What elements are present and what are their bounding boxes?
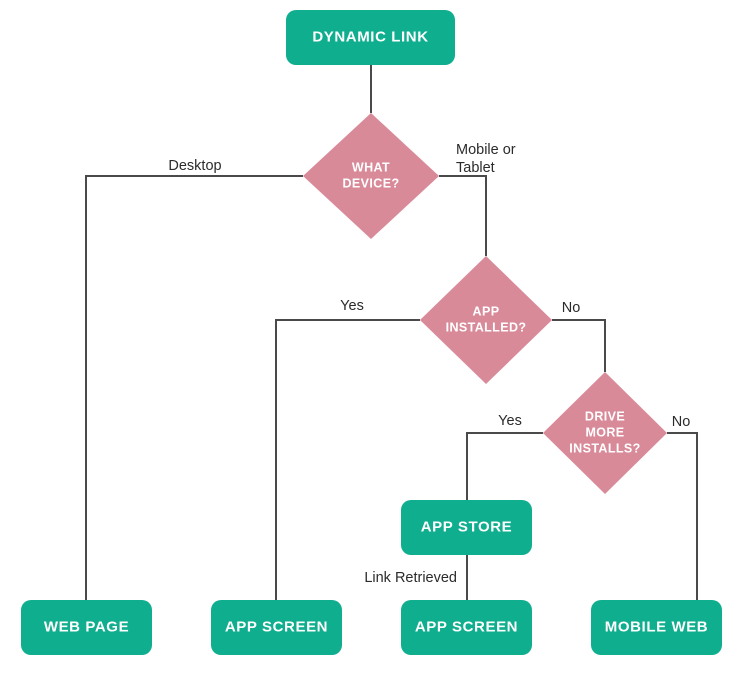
- node-shape-drive-more-installs: [543, 372, 667, 494]
- node-shape-app-store: [401, 500, 532, 555]
- node-label-drive-more-installs: MORE: [585, 425, 624, 439]
- node-shape-web-page: [21, 600, 152, 655]
- node-label-app-installed: APP: [473, 304, 500, 318]
- node-label-app-screen-from-store: APP SCREEN: [415, 618, 518, 635]
- edge-app-installed-to-drive-more-installs: [552, 319, 606, 372]
- edge-drive-more-installs-to-app-store: [466, 432, 543, 500]
- label-installed-yes: Yes: [340, 298, 364, 314]
- node-label-drive-more-installs: INSTALLS?: [569, 441, 640, 455]
- label-drive-no: No: [672, 414, 691, 430]
- node-shape-app-screen-from-store: [401, 600, 532, 655]
- node-label-what-device: WHAT: [352, 160, 390, 174]
- node-label-mobile-web: MOBILE WEB: [605, 618, 709, 635]
- node-app-screen-from-store[interactable]: APP SCREEN: [401, 600, 532, 655]
- node-label-dynamic-link: DYNAMIC LINK: [312, 28, 428, 45]
- node-web-page[interactable]: WEB PAGE: [21, 600, 152, 655]
- node-label-what-device: DEVICE?: [343, 176, 400, 190]
- node-label-drive-more-installs: DRIVE: [585, 409, 625, 423]
- node-shape-app-screen-installed: [211, 600, 342, 655]
- node-label-app-screen-installed: APP SCREEN: [225, 618, 328, 635]
- node-drive-more-installs[interactable]: DRIVE MORE INSTALLS?: [543, 372, 667, 494]
- node-label-app-installed: INSTALLED?: [446, 320, 527, 334]
- edge-what-device-to-app-installed: [439, 175, 487, 256]
- node-app-screen-installed[interactable]: APP SCREEN: [211, 600, 342, 655]
- edge-app-installed-to-app-screen-installed: [275, 319, 420, 600]
- node-label-app-store: APP STORE: [421, 518, 513, 535]
- node-app-installed[interactable]: APP INSTALLED?: [420, 256, 552, 384]
- label-drive-yes: Yes: [498, 413, 522, 429]
- label-mobile-or-tablet-1: Mobile or: [456, 142, 516, 158]
- node-shape-dynamic-link: [286, 10, 455, 65]
- edge-drive-more-installs-to-mobile-web: [667, 432, 698, 600]
- node-dynamic-link[interactable]: DYNAMIC LINK: [286, 10, 455, 65]
- label-mobile-or-tablet-2: Tablet: [456, 160, 495, 176]
- label-installed-no: No: [562, 300, 581, 316]
- node-shape-mobile-web: [591, 600, 722, 655]
- node-what-device[interactable]: WHAT DEVICE?: [303, 113, 439, 239]
- label-link-retrieved: Link Retrieved: [364, 570, 457, 586]
- node-label-web-page: WEB PAGE: [44, 618, 129, 635]
- edges-layer: [85, 65, 698, 600]
- nodes-layer: DYNAMIC LINK WHAT DEVICE? APP INSTALLED? DRIV…: [21, 10, 722, 655]
- node-mobile-web[interactable]: MOBILE WEB: [591, 600, 722, 655]
- label-desktop: Desktop: [168, 158, 221, 174]
- node-shape-what-device: [303, 113, 439, 239]
- node-app-store[interactable]: APP STORE: [401, 500, 532, 555]
- edge-what-device-to-web-page: [85, 175, 303, 600]
- node-shape-app-installed: [420, 256, 552, 384]
